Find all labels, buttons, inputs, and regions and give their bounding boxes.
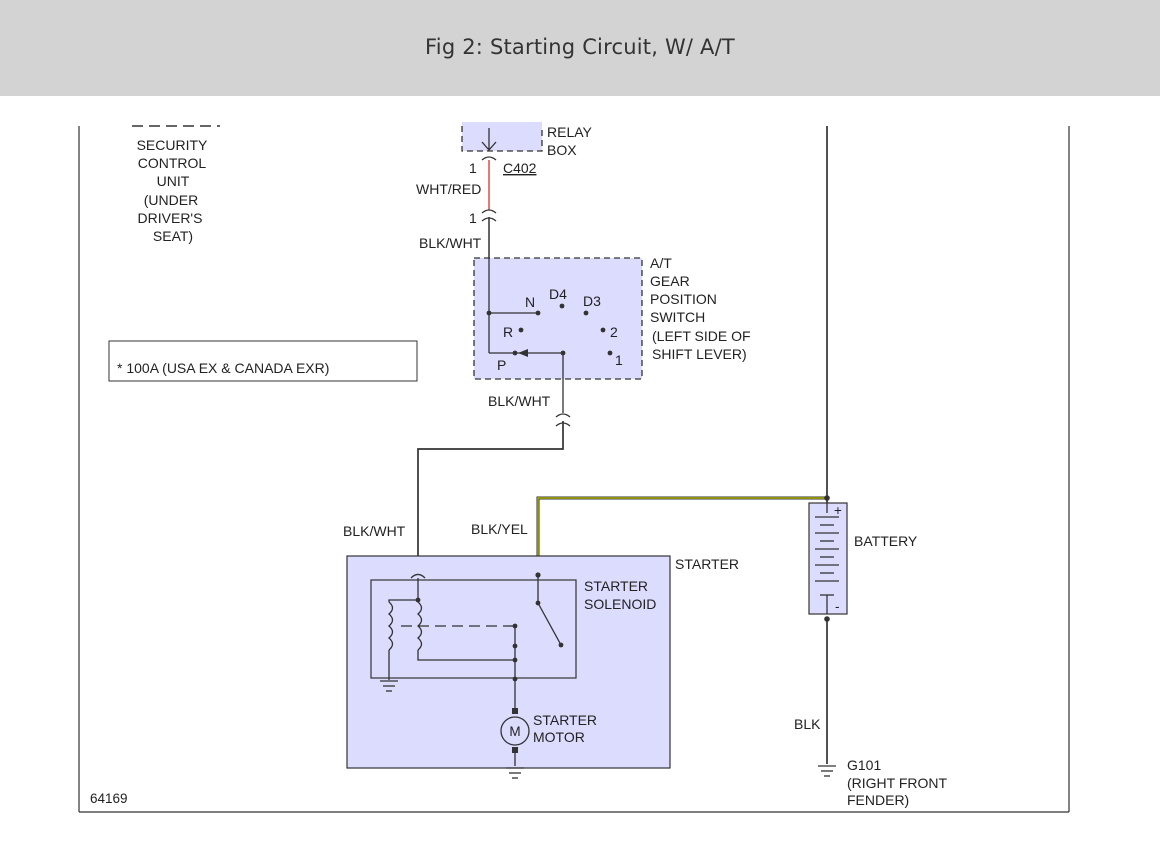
starter-solenoid-box xyxy=(370,579,577,679)
gear-contacts xyxy=(486,303,613,356)
starter-label: STARTER xyxy=(675,556,739,572)
wire-label-blk-wht-3: BLK/WHT xyxy=(343,523,406,539)
svg-text:R: R xyxy=(503,324,513,340)
title-bar: Fig 2: Starting Circuit, W/ A/T xyxy=(0,0,1160,96)
diagram-frame xyxy=(78,126,1070,813)
svg-text:SOLENOID: SOLENOID xyxy=(584,596,656,612)
svg-text:BOX: BOX xyxy=(547,142,577,158)
ground-g101-symbol xyxy=(818,765,836,777)
svg-text:D4: D4 xyxy=(549,286,567,302)
wire-label-blk-wht-1: BLK/WHT xyxy=(419,235,482,251)
note-box xyxy=(108,340,418,382)
relay-box xyxy=(461,122,543,152)
svg-text:GEAR: GEAR xyxy=(650,273,690,289)
svg-text:FENDER): FENDER) xyxy=(847,792,909,808)
svg-text:SECURITY: SECURITY xyxy=(137,137,208,153)
starter-motor-label: STARTER MOTOR xyxy=(533,712,597,745)
solenoid-ground-icon xyxy=(380,680,398,692)
battery-plus: + xyxy=(834,503,842,518)
connector-starter-input xyxy=(410,573,426,579)
battery-label: BATTERY xyxy=(854,533,918,549)
wire-label-blk-yel: BLK/YEL xyxy=(471,521,528,537)
svg-text:UNIT: UNIT xyxy=(157,173,190,189)
connector-c402-top xyxy=(481,156,497,161)
splice-dot xyxy=(824,495,830,501)
svg-text:MOTOR: MOTOR xyxy=(533,729,585,745)
security-unit-label: SECURITY CONTROL UNIT (UNDER DRIVER'S SE… xyxy=(137,137,208,244)
gear-position-switch xyxy=(473,257,643,380)
gear-switch-label: A/T GEAR POSITION SWITCH (LEFT SIDE OF S… xyxy=(650,255,751,362)
wire-blk-yel-stripe xyxy=(537,497,827,575)
figure-number: 64169 xyxy=(90,791,128,806)
svg-text:G101: G101 xyxy=(847,757,881,773)
wire-label-blk-wht-2: BLK/WHT xyxy=(488,393,551,409)
svg-text:N: N xyxy=(525,294,535,310)
battery-minus: - xyxy=(835,599,840,614)
solenoid-internals xyxy=(388,575,562,710)
svg-text:(LEFT SIDE OF: (LEFT SIDE OF xyxy=(652,328,751,344)
svg-text:RELAY: RELAY xyxy=(547,124,593,140)
svg-text:STARTER: STARTER xyxy=(533,712,597,728)
note-text: * 100A (USA EX & CANADA EXR) xyxy=(117,360,329,376)
svg-text:(RIGHT FRONT: (RIGHT FRONT xyxy=(847,775,948,791)
svg-text:DRIVER'S: DRIVER'S xyxy=(138,210,203,226)
svg-text:STARTER: STARTER xyxy=(584,578,648,594)
relay-box-label: RELAY BOX xyxy=(547,124,593,158)
starter-solenoid-label: STARTER SOLENOID xyxy=(584,578,656,612)
pin-number-lower: 1 xyxy=(469,210,477,226)
pin-number-top: 1 xyxy=(469,160,477,176)
motor-symbol: M xyxy=(509,724,520,739)
wire-label-blk: BLK xyxy=(794,716,821,732)
switch-arrow xyxy=(518,349,528,357)
svg-text:SEAT): SEAT) xyxy=(153,228,193,244)
connector-c402-label: C402 xyxy=(503,160,537,176)
svg-text:SHIFT LEVER): SHIFT LEVER) xyxy=(652,346,747,362)
starter-ground-icon xyxy=(506,767,524,779)
svg-text:CONTROL: CONTROL xyxy=(138,155,207,171)
gear-position-labels: N D4 D3 R 2 P 1 xyxy=(497,286,623,373)
solenoid-dots xyxy=(415,597,564,682)
svg-text:1: 1 xyxy=(615,352,623,368)
svg-text:POSITION: POSITION xyxy=(650,291,717,307)
svg-text:(UNDER: (UNDER xyxy=(144,192,198,208)
svg-text:SWITCH: SWITCH xyxy=(650,309,705,325)
starter-motor: M xyxy=(500,708,530,766)
wire-blk-wht-2 xyxy=(417,421,564,572)
page-title: Fig 2: Starting Circuit, W/ A/T xyxy=(425,35,735,59)
svg-text:A/T: A/T xyxy=(650,255,672,271)
ground-g101-label: G101 (RIGHT FRONT FENDER) xyxy=(847,757,948,808)
battery: + - xyxy=(808,502,848,615)
svg-text:P: P xyxy=(497,357,506,373)
svg-text:D3: D3 xyxy=(583,293,601,309)
svg-text:2: 2 xyxy=(610,324,618,340)
wire-label-wht-red: WHT/RED xyxy=(416,181,481,197)
